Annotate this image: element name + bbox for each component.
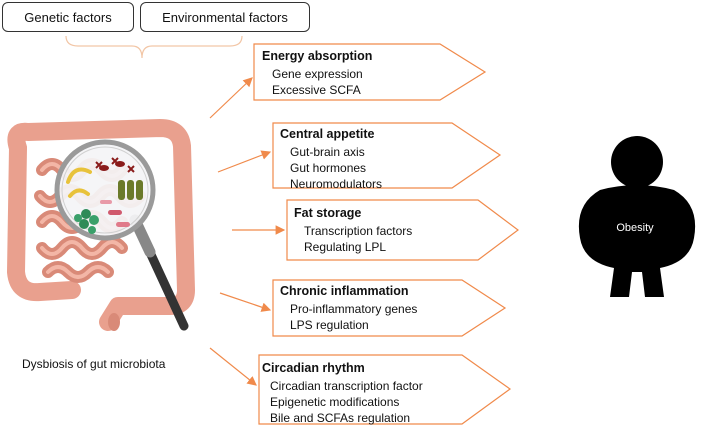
mechanism-item: Gut hormones [290, 161, 367, 175]
fat-storage-box [286, 199, 519, 261]
mechanism-title: Chronic inflammation [280, 284, 409, 298]
obesity-label: Obesity [616, 222, 654, 234]
chronic-inflammation-box [272, 279, 507, 337]
environmental-factors-box: Environmental factors [140, 2, 310, 32]
mechanism-item: Circadian transcription factor [270, 379, 423, 393]
mechanism-title: Central appetite [280, 127, 375, 141]
mechanism-item: Excessive SCFA [272, 83, 361, 97]
arrow-energy [209, 77, 253, 119]
genetic-factors-box: Genetic factors [2, 2, 134, 32]
factors-brace [65, 35, 243, 59]
central-appetite-box [272, 122, 502, 189]
energy-absorption-box [253, 43, 487, 101]
arrow-appetite [217, 150, 272, 173]
obesity-silhouette [578, 136, 696, 297]
magnifying-glass-icon [54, 139, 189, 331]
mechanism-item: Neuromodulators [290, 177, 383, 191]
mechanism-item: Epigenetic modifications [270, 395, 400, 409]
mechanism-chronic-inflammation: Chronic inflammation Pro-inflammatory ge… [280, 283, 417, 333]
circadian-rhythm-box [258, 354, 512, 425]
mechanism-energy-absorption: Energy absorption Gene expression Excess… [262, 48, 372, 98]
mechanism-item: Bile and SCFAs regulation [270, 411, 411, 425]
mechanism-title: Energy absorption [262, 49, 373, 63]
gut-dysbiosis-caption: Dysbiosis of gut microbiota [22, 357, 166, 371]
mechanism-title: Fat storage [294, 206, 362, 220]
mechanism-item: LPS regulation [290, 318, 369, 332]
arrow-circadian [209, 347, 257, 386]
mechanism-item: Transcription factors [304, 224, 413, 238]
arrow-inflammation [219, 292, 272, 312]
mechanism-item: Gene expression [272, 67, 363, 81]
mechanism-central-appetite: Central appetite Gut-brain axis Gut horm… [280, 126, 382, 192]
mechanism-item: Regulating LPL [304, 240, 387, 254]
mechanism-item: Gut-brain axis [290, 145, 365, 159]
mechanism-title: Circadian rhythm [262, 361, 365, 375]
mechanism-item: Pro-inflammatory genes [290, 302, 418, 316]
mechanism-fat-storage: Fat storage Transcription factors Regula… [294, 205, 412, 255]
mechanism-circadian-rhythm: Circadian rhythm Circadian transcription… [262, 360, 423, 426]
